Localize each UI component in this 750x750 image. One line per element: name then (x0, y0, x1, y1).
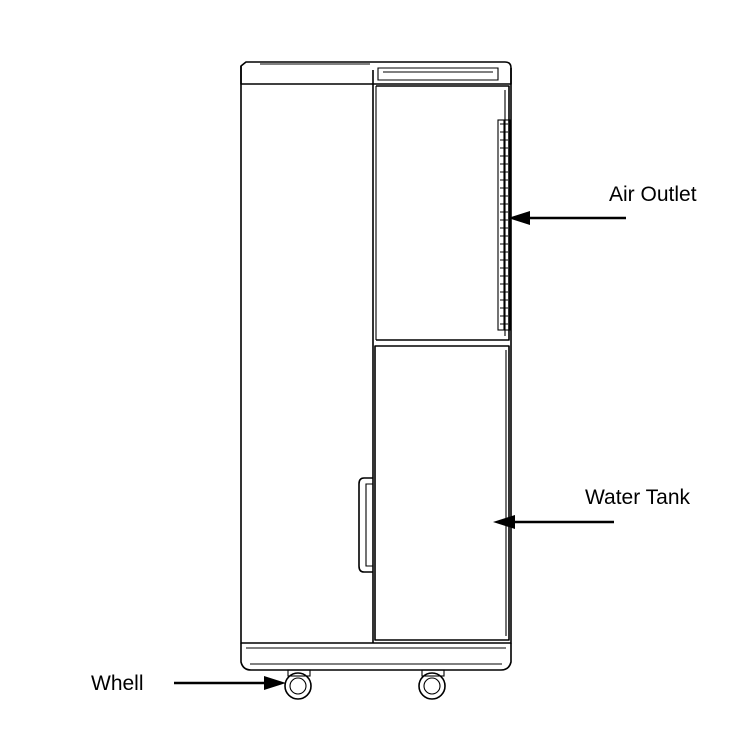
wheel-arrow-head (264, 676, 286, 690)
air-outlet-arrow-head (508, 211, 530, 225)
wheel-right (418, 669, 446, 700)
air-outlet-grille (497, 119, 511, 331)
body-shell (240, 66, 512, 644)
callout-air-outlet: Air Outlet (508, 183, 697, 225)
callout-wheel: Whell (91, 672, 286, 695)
upper-front-panel (376, 85, 510, 341)
base (240, 643, 512, 671)
wheel-label: Whell (91, 672, 144, 695)
water-tank-arrow-head (493, 515, 515, 529)
water-tank-panel (374, 345, 510, 641)
top-cap (240, 61, 512, 85)
callout-water-tank: Water Tank (493, 486, 691, 529)
water-tank-label: Water Tank (585, 486, 691, 509)
dehumidifier-body (240, 61, 512, 671)
tank-handle (358, 477, 373, 573)
wheel-left (284, 669, 312, 700)
air-outlet-label: Air Outlet (609, 183, 697, 206)
